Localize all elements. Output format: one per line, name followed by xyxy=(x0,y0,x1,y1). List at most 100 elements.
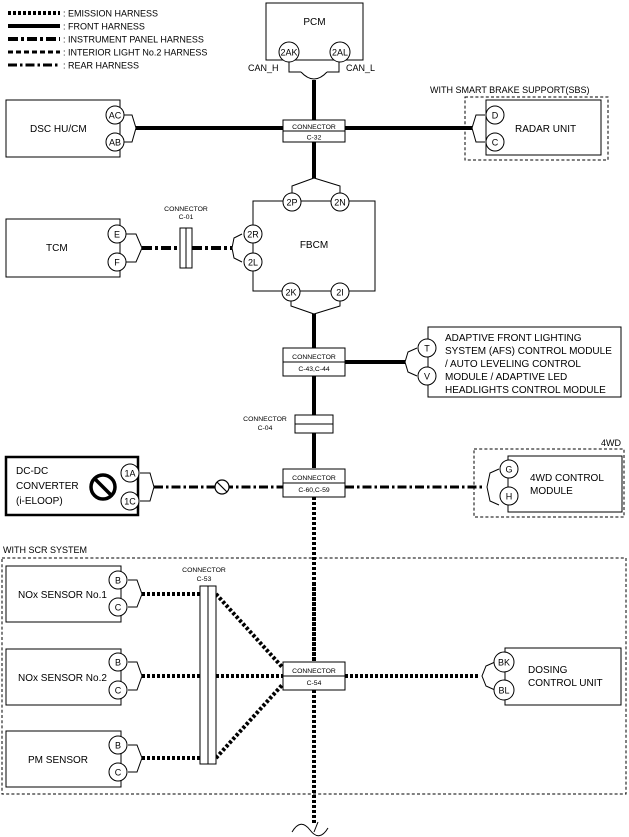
dosing-pin-bl xyxy=(493,679,515,701)
dcdc-pin-1a-label: 1A xyxy=(124,469,135,479)
radar-pin-d xyxy=(485,105,505,125)
dcdc-label-line-2: CONVERTER xyxy=(16,481,79,492)
afs-label-line-5: HEADLIGHTS CONTROL MODULE xyxy=(445,385,606,396)
c04-id: C-04 xyxy=(258,425,273,432)
afs-label-line-3: / AUTO LEVELING CONTROL xyxy=(445,359,581,370)
nox1-pin-c-label: C xyxy=(115,603,122,613)
prohibited-small-icon xyxy=(214,479,230,495)
fbcm-pin-2p xyxy=(282,192,302,212)
wiring xyxy=(123,62,500,837)
4wd-group-label: 4WD xyxy=(601,438,622,448)
fbcm-top-stubs xyxy=(291,177,341,193)
pm-pin-b xyxy=(108,735,128,755)
dcdc-label-line-3: (i-ELOOP) xyxy=(16,496,63,507)
4wd-label-line-1: 4WD CONTROL xyxy=(530,473,604,484)
radar-pin-c xyxy=(485,132,505,152)
c53-c54-wire-1 xyxy=(214,592,285,670)
dsc-label: DSC HU/CM xyxy=(30,124,87,135)
pm-pin-c xyxy=(108,762,128,782)
dsc-pin-ac xyxy=(105,105,125,125)
c53-id: C-53 xyxy=(197,576,212,583)
4wd-box xyxy=(507,455,623,513)
afs-box xyxy=(427,326,622,398)
4wd-label-line-2: MODULE xyxy=(530,486,573,497)
dosing-pin-bk xyxy=(493,651,515,673)
pm-box xyxy=(5,730,122,788)
dosing-pin-bk-label: BK xyxy=(498,658,510,668)
c60-title: CONNECTOR xyxy=(292,475,336,482)
connector-c01: CONNECTOR C-01 xyxy=(164,206,208,269)
c32-title: CONNECTOR xyxy=(292,124,336,131)
dosing-pin-stubs xyxy=(481,661,496,691)
pcm-module: PCM 2AK 2AL CAN_H CAN_L xyxy=(248,2,375,73)
sbs-group-label: WITH SMART BRAKE SUPPORT(SBS) xyxy=(430,85,590,95)
fbcm-pin-2p-label: 2P xyxy=(286,198,297,208)
pcm-pin-2al xyxy=(329,41,351,63)
dosing-label-line-1: DOSING xyxy=(528,665,568,676)
tcm-label: TCM xyxy=(46,243,68,254)
can-l-label: CAN_L xyxy=(346,63,375,73)
c04-title: CONNECTOR xyxy=(243,416,287,423)
nox1-pin-stubs xyxy=(128,579,143,608)
connector-c60: CONNECTOR C-60,C-59 xyxy=(282,468,346,498)
dsc-pin-ab xyxy=(105,132,125,152)
4wd-module: 4WD CONTROL MODULE G H xyxy=(499,455,623,513)
connector-c04: CONNECTOR C-04 xyxy=(243,414,334,434)
dosing-module: DOSING CONTROL UNIT BK BL xyxy=(493,647,622,706)
nox1-pin-c xyxy=(108,597,128,617)
tcm-pin-f xyxy=(107,252,127,272)
dcdc-pin-stubs xyxy=(140,472,155,502)
pcm-twist xyxy=(300,71,328,80)
fbcm-pin-2i xyxy=(330,282,350,302)
afs-pin-t xyxy=(417,338,437,358)
dsc-module: DSC HU/CM AC AB xyxy=(5,99,125,158)
nox2-pin-c xyxy=(108,680,128,700)
4wd-pin-h xyxy=(499,486,519,506)
tcm-pin-stubs xyxy=(126,233,143,263)
afs-pin-t-label: T xyxy=(424,344,430,354)
connector-c53: CONNECTOR C-53 xyxy=(182,567,226,765)
nox1-label: NOx SENSOR No.1 xyxy=(18,590,107,601)
fbcm-pin-2k-label: 2K xyxy=(285,288,296,298)
c43-title: CONNECTOR xyxy=(292,354,336,361)
nox1-module: NOx SENSOR No.1 B C xyxy=(5,565,128,623)
dosing-box xyxy=(504,647,622,706)
c53-title: CONNECTOR xyxy=(182,567,226,574)
can-h-label: CAN_H xyxy=(248,63,279,73)
c32-id: C-32 xyxy=(307,135,322,142)
nox2-pin-c-label: C xyxy=(115,686,122,696)
nox2-module: NOx SENSOR No.2 B C xyxy=(5,648,128,706)
4wd-pin-h-label: H xyxy=(506,492,513,502)
fbcm-pin-2l-label: 2L xyxy=(248,258,258,268)
legend-instrument-label: : INSTRUMENT PANEL HARNESS xyxy=(63,35,204,45)
dcdc-label-line-1: DC-DC xyxy=(16,466,48,477)
fbcm-pin-2r-label: 2R xyxy=(247,230,259,240)
c54-id: C-54 xyxy=(307,680,322,687)
radar-pin-d-label: D xyxy=(492,111,499,121)
tcm-pin-e xyxy=(107,224,127,244)
dcdc-pin-1c-label: 1C xyxy=(124,497,136,507)
4wd-pin-stubs xyxy=(486,468,500,506)
legend-interior-label: : INTERIOR LIGHT No.2 HARNESS xyxy=(63,48,207,58)
legend-rear-label: : REAR HARNESS xyxy=(63,61,139,71)
tcm-pin-f-label: F xyxy=(114,258,120,268)
dsc-pin-stubs xyxy=(123,114,137,143)
dcdc-pin-1a xyxy=(120,463,140,483)
pm-pin-c-label: C xyxy=(115,768,122,778)
fbcm-pin-2k xyxy=(281,282,301,302)
afs-pin-stubs xyxy=(404,347,418,377)
4wd-group-box xyxy=(473,448,625,518)
dsc-box xyxy=(5,99,121,158)
dosing-pin-bl-label: BL xyxy=(498,686,509,696)
prohibited-icon xyxy=(89,473,117,501)
nox1-pin-b xyxy=(108,570,128,590)
fbcm-pin-2r xyxy=(243,224,263,244)
nox1-pin-b-label: B xyxy=(115,576,121,586)
radar-pin-stubs xyxy=(471,114,485,143)
pm-module: PM SENSOR B C xyxy=(5,730,128,788)
c54-title: CONNECTOR xyxy=(292,668,336,675)
nox2-label: NOx SENSOR No.2 xyxy=(18,673,107,684)
harness-break-mark xyxy=(291,823,329,837)
c53-c54-wire-3 xyxy=(214,682,285,760)
